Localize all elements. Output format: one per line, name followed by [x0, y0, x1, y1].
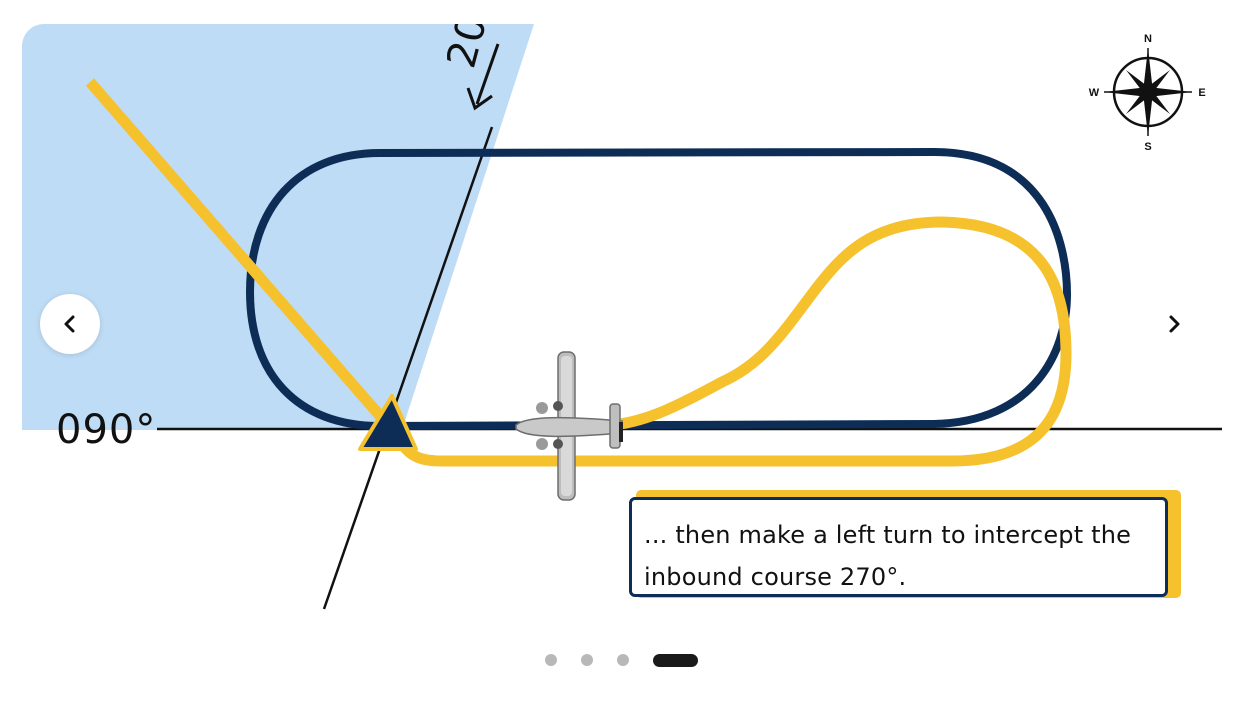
entry-sector	[22, 24, 534, 430]
caption-line-1: ... then make a left turn to intercept t…	[644, 521, 1132, 549]
compass-rose-icon: N S W E	[1089, 33, 1206, 153]
airplane-illustration	[515, 351, 623, 501]
compass-west-label: W	[1089, 87, 1100, 99]
heading-label-090: 090°	[56, 407, 157, 453]
chevron-left-icon	[64, 315, 75, 333]
previous-slide-button[interactable]	[40, 294, 100, 354]
pagination-dot-2[interactable]	[581, 654, 593, 666]
carousel-slide: 090° 200° N S W E ... then make a left t…	[22, 24, 1222, 624]
caption-box: ... then make a left turn to intercept t…	[629, 497, 1168, 597]
holding-fix-marker	[358, 394, 418, 451]
compass-north-label: N	[1144, 33, 1152, 45]
radial-line-200	[322, 126, 494, 610]
compass-rose: N S W E	[1086, 30, 1210, 154]
pagination-dot-3[interactable]	[617, 654, 629, 666]
next-slide-button[interactable]	[1144, 294, 1204, 354]
compass-east-label: E	[1198, 87, 1205, 99]
chevron-right-icon	[1169, 315, 1180, 333]
pagination-dot-1[interactable]	[545, 654, 557, 666]
direction-arrow-head	[466, 87, 493, 111]
pagination-dot-4[interactable]	[653, 654, 698, 667]
caption-line-2: inbound course 270°.	[644, 563, 907, 591]
carousel-pagination	[0, 651, 1255, 669]
flight-path	[85, 78, 1072, 467]
direction-arrow	[475, 43, 500, 105]
compass-south-label: S	[1144, 141, 1151, 153]
holding-racetrack	[245, 147, 1072, 431]
holding-pattern-diagram	[22, 24, 1222, 610]
